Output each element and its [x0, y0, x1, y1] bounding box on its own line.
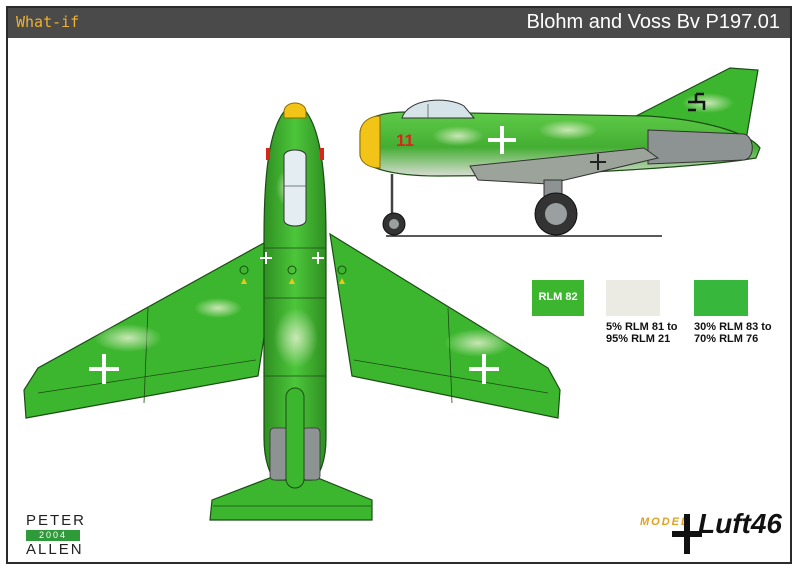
- side-nose-cap: [359, 115, 381, 169]
- fuselage-cross: [488, 126, 516, 154]
- logo-cross-icon: [672, 514, 702, 554]
- logo-prefix: MODEL: [640, 516, 690, 528]
- tail-emblem: [688, 92, 706, 112]
- side-view: [359, 67, 761, 237]
- swatch-rlm82-label: RLM 82: [538, 291, 578, 303]
- top-canopy: [283, 149, 307, 227]
- credit-year: 2004: [26, 530, 80, 541]
- credit-line-1: PETER: [26, 512, 87, 529]
- wing-cross-right: [469, 354, 499, 384]
- logo-word: Luft46: [698, 508, 782, 539]
- model-luft46-logo: MODEL Luft46: [640, 508, 790, 562]
- canvas-frame: What-if Blohm and Voss Bv P197.01: [6, 6, 792, 564]
- swatch-rlm82: RLM 82: [532, 280, 584, 316]
- credit-line-2: ALLEN: [26, 541, 84, 558]
- artist-credit: PETER 2004 ALLEN: [26, 512, 87, 558]
- swatch-light-grey-caption: 5% RLM 81 to 95% RLM 21: [606, 321, 678, 345]
- page-title: Blohm and Voss Bv P197.01: [526, 11, 781, 33]
- swatch-light-grey: [606, 280, 660, 316]
- header-bar: What-if Blohm and Voss Bv P197.01: [8, 8, 790, 38]
- side-number: 11: [396, 131, 414, 150]
- top-nose-cap: [283, 102, 307, 119]
- side-canopy: [401, 99, 476, 119]
- top-wing-right: [329, 232, 561, 419]
- wing-cross-left: [89, 354, 119, 384]
- aircraft-artwork: 11: [23, 67, 761, 521]
- swatch-green-caption: 30% RLM 83 to 70% RLM 76: [694, 321, 772, 345]
- top-view: [23, 102, 561, 521]
- top-wing-left: [23, 232, 281, 419]
- category-tag: What-if: [16, 13, 80, 31]
- swatch-green: [694, 280, 748, 316]
- side-wing: [469, 147, 660, 185]
